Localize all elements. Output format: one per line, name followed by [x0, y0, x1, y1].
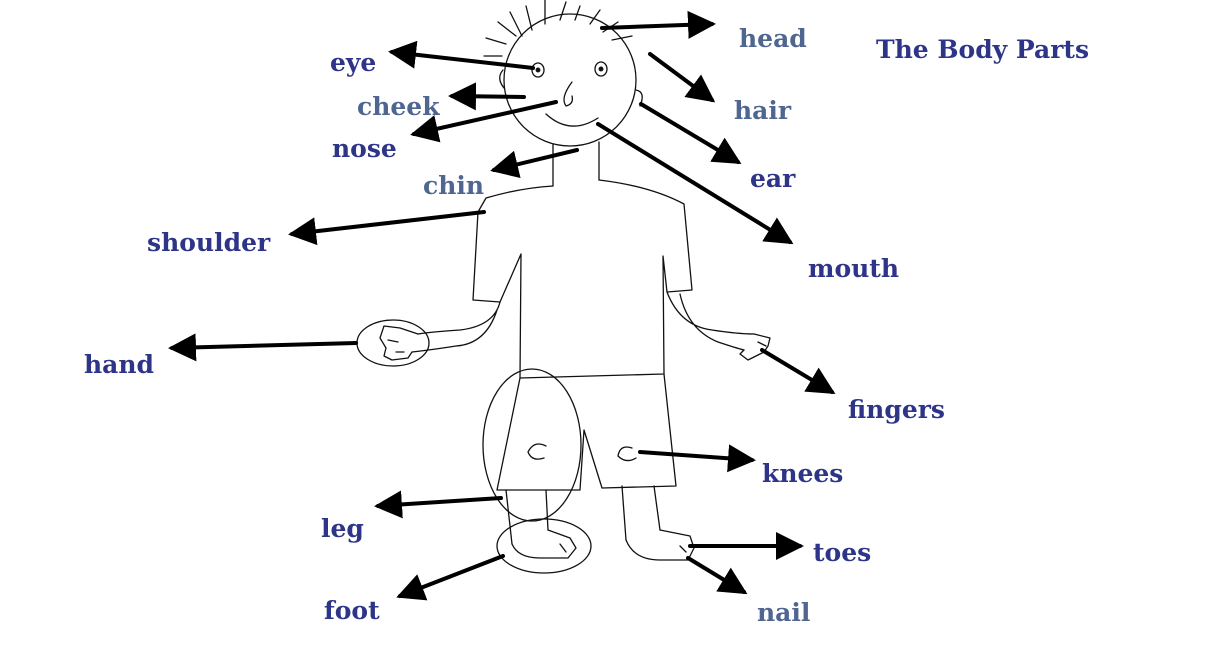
shirt-outline — [473, 180, 692, 378]
arrow-cheek — [452, 96, 524, 97]
label-hair: hair — [734, 98, 791, 123]
label-knees: knees — [762, 461, 843, 486]
arrow-ear — [641, 104, 738, 162]
label-shoulder: shoulder — [147, 230, 270, 255]
right-hand-outline — [740, 334, 770, 360]
pointer-arrows — [172, 24, 832, 596]
diagram-title: The Body Parts — [876, 37, 1089, 62]
right-foot-outline — [626, 530, 694, 560]
arrow-hair — [650, 54, 712, 100]
arrow-hand — [172, 343, 356, 348]
label-eye: eye — [330, 50, 376, 75]
label-chin: chin — [423, 173, 484, 198]
arrow-leg — [378, 498, 501, 506]
label-foot: foot — [324, 598, 380, 623]
shorts-outline — [497, 374, 676, 490]
label-head: head — [739, 26, 807, 51]
arrow-head — [602, 24, 712, 28]
mouth-outline — [546, 114, 598, 126]
left-hand-outline — [380, 326, 418, 360]
label-nail: nail — [757, 600, 810, 625]
label-fingers: fingers — [848, 397, 945, 422]
arrow-fingers — [762, 350, 832, 392]
left-foot-outline — [512, 530, 576, 558]
arrow-nail — [688, 558, 744, 592]
arrow-knees — [640, 452, 752, 460]
label-leg: leg — [321, 516, 364, 541]
arrow-foot — [400, 556, 503, 596]
foot-highlight-circle — [497, 519, 591, 573]
label-nose: nose — [332, 136, 397, 161]
nose-outline — [564, 82, 572, 106]
label-hand: hand — [84, 352, 154, 377]
label-mouth: mouth — [808, 256, 899, 281]
arrow-chin — [494, 150, 577, 170]
label-toes: toes — [813, 540, 871, 565]
label-cheek: cheek — [357, 94, 440, 119]
arrow-shoulder — [292, 212, 484, 234]
arrow-eye — [392, 52, 533, 68]
label-ear: ear — [750, 166, 795, 191]
